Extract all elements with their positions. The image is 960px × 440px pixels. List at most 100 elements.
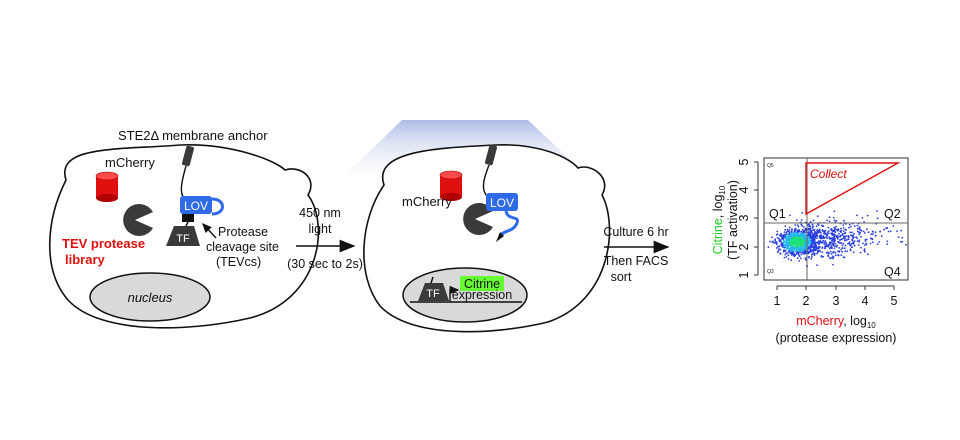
lov-label: LOV	[184, 199, 208, 213]
scatter-point	[850, 242, 853, 245]
scatter-point	[774, 241, 777, 243]
scatter-point	[811, 246, 814, 248]
scatter-point	[819, 246, 821, 248]
scatter-point	[822, 255, 825, 258]
x-axis: 1 2 3 4 5	[774, 285, 898, 308]
scatter-point	[800, 223, 803, 226]
scatter-point	[867, 231, 870, 234]
scatter-point	[791, 233, 793, 235]
scatter-point	[834, 251, 837, 254]
scatter-point	[801, 228, 804, 231]
panel-1-cell: nucleus STE2Δ membrane anchor mCherry TE…	[48, 128, 320, 329]
scatter-point	[816, 235, 818, 238]
scatter-point	[874, 234, 877, 237]
scatter-point	[776, 230, 779, 233]
scatter-point	[803, 235, 806, 238]
scatter-point	[816, 215, 819, 218]
scatter-point	[795, 242, 798, 244]
scatter-point	[789, 249, 792, 251]
scatter-point	[824, 247, 827, 249]
scatter-point	[810, 250, 812, 253]
scatter-point	[876, 210, 878, 212]
scatter-point	[790, 230, 793, 233]
scatter-point	[859, 251, 862, 254]
scatter-point	[794, 224, 797, 226]
scatter-point	[833, 247, 836, 250]
scatter-point	[782, 249, 785, 252]
scatter-point	[871, 230, 874, 233]
q3-small-label: Q3	[767, 269, 774, 275]
scatter-point	[892, 225, 895, 227]
scatter-point	[820, 255, 823, 257]
lov-domain-box	[180, 196, 212, 214]
scatter-point	[864, 240, 867, 242]
scatter-point	[800, 241, 803, 244]
scatter-point	[861, 217, 864, 219]
scatter-point	[811, 237, 814, 240]
scatter-point	[795, 247, 798, 250]
scatter-point	[822, 239, 825, 242]
scatter-point	[856, 240, 859, 243]
scatter-point	[788, 226, 791, 229]
scatter-point	[792, 237, 795, 239]
scatter-point	[811, 232, 814, 235]
scatter-point	[840, 238, 843, 241]
scatter-point	[774, 239, 776, 242]
scatter-point	[870, 233, 873, 236]
scatter-point	[791, 246, 794, 249]
scatter-point	[776, 251, 779, 254]
scatter-point	[880, 235, 883, 238]
citrine-label: Citrine	[464, 277, 500, 291]
scatter-point	[835, 228, 838, 231]
y-tick-5: 5	[737, 158, 751, 165]
scatter-point	[789, 236, 792, 238]
scatter-point	[831, 229, 834, 232]
x-tick-3: 3	[833, 294, 840, 308]
scatter-point	[814, 241, 817, 244]
scatter-point	[804, 246, 807, 248]
scatter-point	[797, 225, 800, 228]
scatter-point	[865, 238, 868, 241]
arrow2-line1: Culture 6 hr	[603, 225, 668, 239]
q4-label: Q4	[884, 265, 901, 279]
scatter-point	[848, 242, 850, 245]
tf-trapezoid-icon	[166, 226, 200, 246]
tev-protease-pacman-icon-2	[463, 203, 493, 235]
scatter-point	[851, 246, 853, 249]
scatter-point	[811, 256, 813, 258]
scatter-point	[840, 254, 843, 256]
scatter-point	[886, 227, 889, 229]
scatter-point	[798, 251, 800, 254]
protease-label-line1: Protease	[218, 225, 268, 239]
scatter-point	[848, 226, 850, 229]
scatter-point	[785, 252, 788, 254]
scatter-point	[836, 244, 839, 247]
scatter-point	[788, 229, 791, 231]
scatter-point	[817, 224, 820, 226]
scatter-point	[829, 228, 832, 231]
scatter-point	[804, 252, 807, 255]
scatter-point	[795, 219, 798, 222]
scatter-point	[807, 243, 810, 246]
scatter-point	[864, 244, 866, 247]
scatter-point	[832, 216, 835, 219]
scatter-point	[786, 236, 789, 239]
scatter-point	[838, 239, 841, 241]
scatter-point	[799, 236, 802, 239]
scatter-point	[863, 221, 865, 223]
nucleus-label: nucleus	[128, 290, 173, 305]
tf-stub	[430, 276, 434, 284]
arrow1-line3: (30 sec to 2s)	[287, 257, 363, 271]
cleavage-site-block	[182, 214, 194, 222]
scatter-point	[860, 246, 863, 249]
scatter-point	[826, 219, 829, 222]
scatter-point	[823, 242, 826, 245]
scatter-point	[807, 236, 810, 239]
scatter-point	[823, 237, 825, 240]
scatter-point	[794, 227, 797, 230]
scatter-point	[807, 242, 810, 245]
scatter-point	[785, 245, 788, 248]
scatter-point	[801, 248, 803, 251]
scatter-point	[853, 236, 855, 239]
